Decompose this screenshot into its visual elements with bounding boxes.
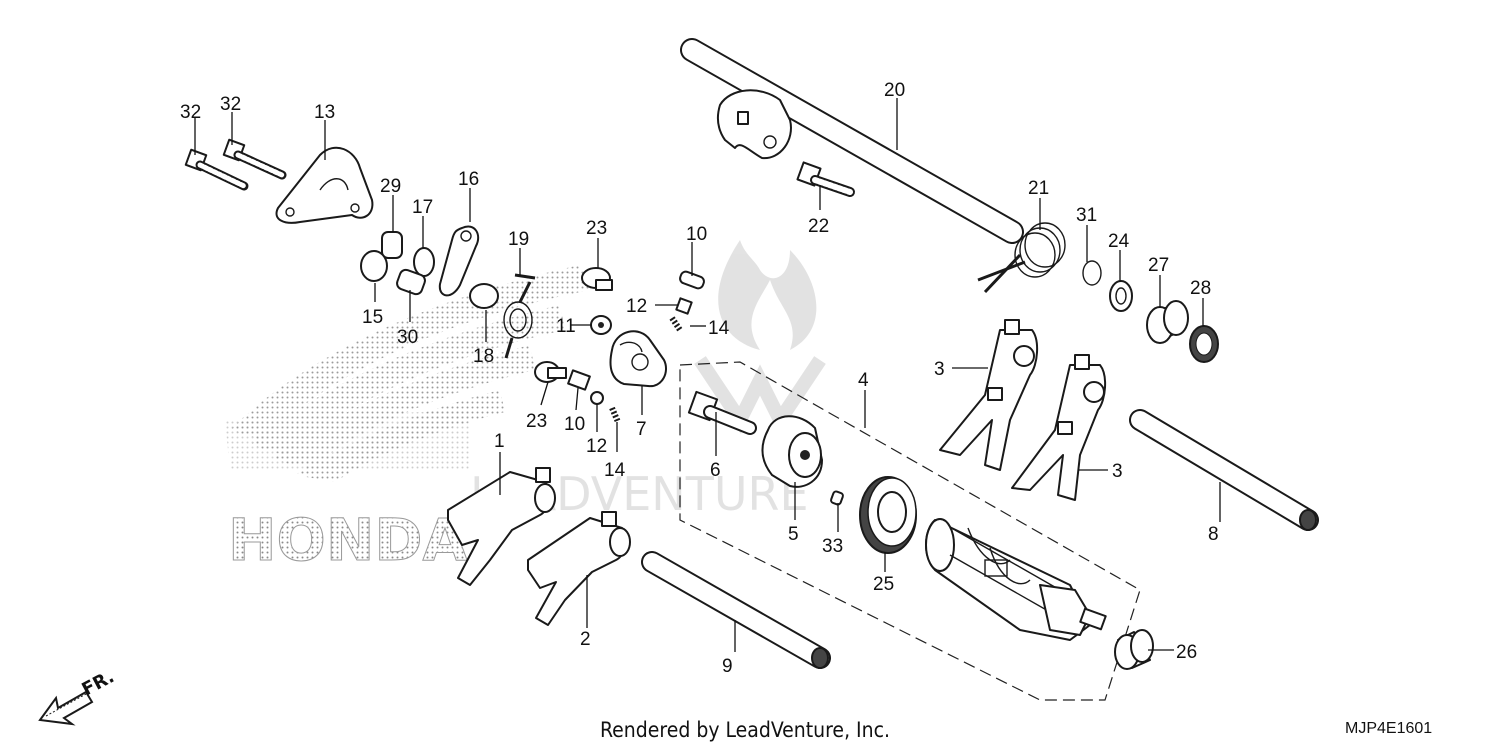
callout-20: 20: [884, 80, 905, 101]
drum-center-5: [761, 415, 823, 488]
honda-wing-watermark: [225, 265, 590, 482]
callout-10: 8: [1208, 524, 1219, 545]
callout-10: 9: [722, 656, 733, 677]
collar-29: [381, 231, 403, 259]
callout-18: 18: [473, 346, 494, 367]
callout-32: 32: [180, 102, 201, 123]
bolt-32-a: [184, 148, 249, 191]
spring-14-upper: [669, 316, 683, 332]
callout-labels: 32 32 13 29 17 16 19 15 30 18 23 11 10 1…: [180, 80, 1219, 677]
pin-33: [830, 490, 844, 506]
bushing-15: [360, 250, 388, 282]
callout-26: 26: [1176, 642, 1197, 663]
shift-fork-3-a: [939, 319, 1038, 471]
bolt-6: [687, 390, 757, 435]
spring-19: [503, 273, 536, 359]
callout-32: 32: [220, 94, 241, 115]
diagram-code: MJP4E1601: [1345, 720, 1433, 737]
callout-23: 23: [586, 218, 607, 239]
callout-15: 15: [362, 307, 383, 328]
stopper-arm-16: [438, 225, 480, 297]
pin-12-lower: [590, 391, 604, 405]
shift-fork-3-b: [1011, 354, 1106, 501]
pin-11: [567, 369, 591, 391]
fork-shaft-10-bottom: [641, 551, 831, 669]
callout-11: 10: [564, 414, 585, 435]
pin-12-upper: [675, 297, 693, 315]
callout-29: 29: [380, 176, 401, 197]
return-spring-21: [977, 222, 1066, 294]
callout-14: 14: [708, 318, 730, 339]
svg-text:HONDA: HONDA: [228, 506, 468, 574]
washer-24: [1109, 280, 1133, 312]
bolt-23-lower: [534, 361, 567, 383]
callout-4: 4: [858, 370, 869, 391]
oil-seal-28: [1189, 325, 1219, 363]
shift-fork-2: [527, 511, 631, 626]
shift-spindle-20: [680, 38, 1024, 244]
bolt-23-upper: [581, 267, 613, 291]
bolt-22: [796, 161, 855, 197]
callout-2: 2: [580, 629, 591, 650]
washer-17: [413, 247, 435, 277]
callout-9: 10: [686, 224, 707, 245]
render-credit: Rendered by LeadVenture, Inc.: [600, 718, 890, 742]
bearing-27: [1146, 300, 1189, 344]
honda-text-watermark: HONDA: [228, 506, 469, 575]
callout-7: 7: [636, 419, 647, 440]
collar-30: [396, 268, 426, 296]
callout-3: 3: [1112, 461, 1123, 482]
callout-27: 27: [1148, 255, 1169, 276]
cam-plate-7: [609, 330, 667, 388]
callout-5: 5: [788, 524, 799, 545]
callout-28: 28: [1190, 278, 1211, 299]
bearing-25: [859, 476, 917, 554]
washer-18: [469, 283, 499, 309]
callout-21: 21: [1028, 178, 1049, 199]
callout-25: 25: [873, 574, 894, 595]
leader-lines: [194, 98, 1221, 652]
callout-19: 19: [508, 229, 529, 250]
callout-31: 31: [1076, 205, 1097, 226]
callout-14: 14: [604, 460, 626, 481]
needle-bearing-26: [1114, 629, 1154, 670]
callout-3: 3: [934, 359, 945, 380]
callout-6: 6: [710, 460, 721, 481]
callout-13: 13: [314, 102, 335, 123]
fork-shaft-10-right: [1129, 409, 1319, 531]
leadventure-watermark: LEADVENTURE: [470, 240, 826, 521]
callout-17: 17: [412, 197, 433, 218]
callout-12: 12: [626, 296, 647, 317]
callout-30: 30: [397, 327, 418, 348]
callout-8: 11: [556, 316, 576, 337]
callout-24: 24: [1108, 231, 1130, 252]
spring-14-lower: [609, 406, 621, 424]
callout-12: 12: [586, 436, 607, 457]
callout-1: 1: [494, 431, 505, 452]
bolt-32-b: [222, 138, 287, 180]
drum-assembly-box: [679, 361, 1141, 701]
pin-9: [679, 270, 705, 290]
callout-33: 33: [822, 536, 843, 557]
callout-16: 16: [458, 169, 479, 190]
front-arrow-icon: FR.: [38, 666, 118, 726]
callout-23: 23: [526, 411, 547, 432]
shift-fork-1: [447, 467, 556, 586]
shift-drum: [925, 518, 1107, 641]
circlip-31: [1082, 260, 1102, 286]
callout-22: 22: [808, 216, 829, 237]
